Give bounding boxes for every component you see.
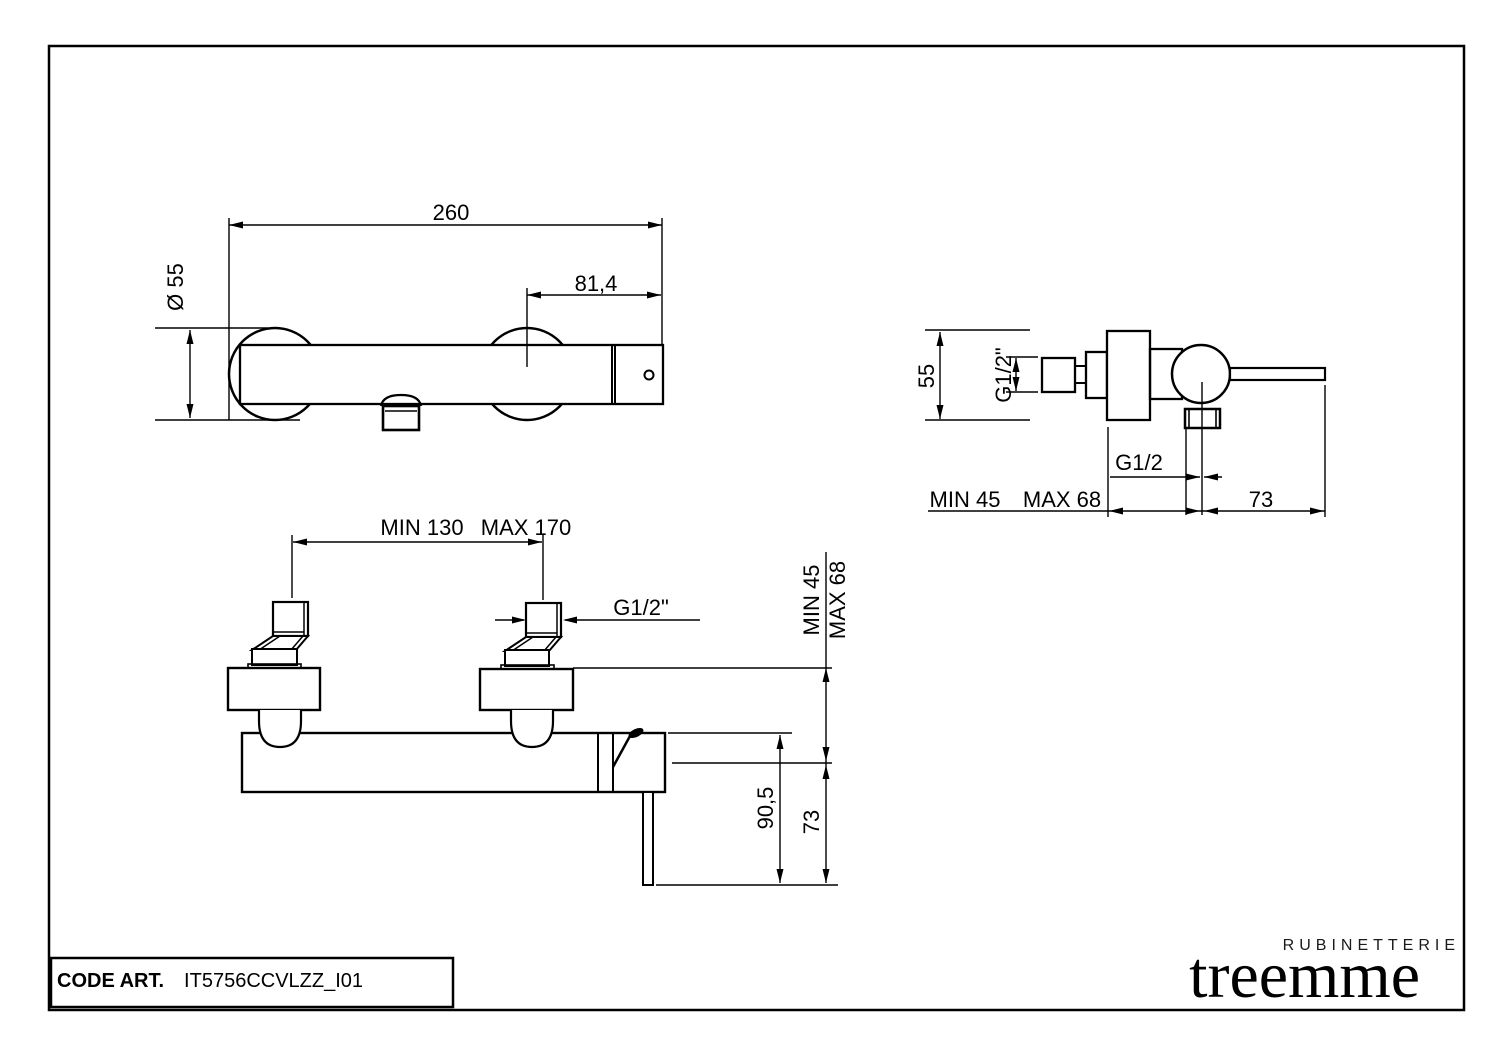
logo-brand: treemme (1189, 939, 1420, 1012)
dim-centers-max: MAX 170 (480, 515, 572, 540)
dim-rosette-diameter: Ø 55 (163, 263, 188, 311)
dim-side-lever-length: 73 (1248, 487, 1274, 512)
dim-side-outlet-thread: G1/2 (1115, 450, 1163, 475)
top-view (226, 535, 838, 886)
dim-overall-width: 260 (432, 200, 470, 225)
title-block: CODE ART. IT5756CCVLZZ_I01 (57, 970, 363, 992)
dim-handle-offset: 81,4 (574, 271, 618, 296)
code-art-label: CODE ART. (57, 970, 165, 992)
brand-logo: RUBINETTERIE treemme (1189, 937, 1462, 1012)
dim-centers-min: MIN 130 (380, 515, 464, 540)
dim-top-depth: 90,5 (753, 786, 778, 830)
code-art-value: IT5756CCVLZZ_I01 (184, 970, 364, 992)
dim-top-inlet-thread: G1/2" (613, 595, 669, 620)
front-view (155, 218, 665, 432)
dim-top-wall-min: MIN 45 (799, 564, 824, 636)
title-block-box (49, 956, 455, 1009)
dim-side-inlet-thread: G1/2" (991, 347, 1016, 403)
dim-top-wall-max: MAX 68 (825, 560, 850, 640)
side-view (925, 329, 1327, 517)
dim-side-height: 55 (914, 363, 939, 389)
sheet-border (47, 44, 1466, 1012)
dim-side-wall-max: MAX 68 (1022, 487, 1102, 512)
dim-top-lever-length: 73 (799, 809, 824, 835)
dim-side-wall-min: MIN 45 (929, 487, 1001, 512)
logo-tagline: RUBINETTERIE (1282, 937, 1460, 954)
